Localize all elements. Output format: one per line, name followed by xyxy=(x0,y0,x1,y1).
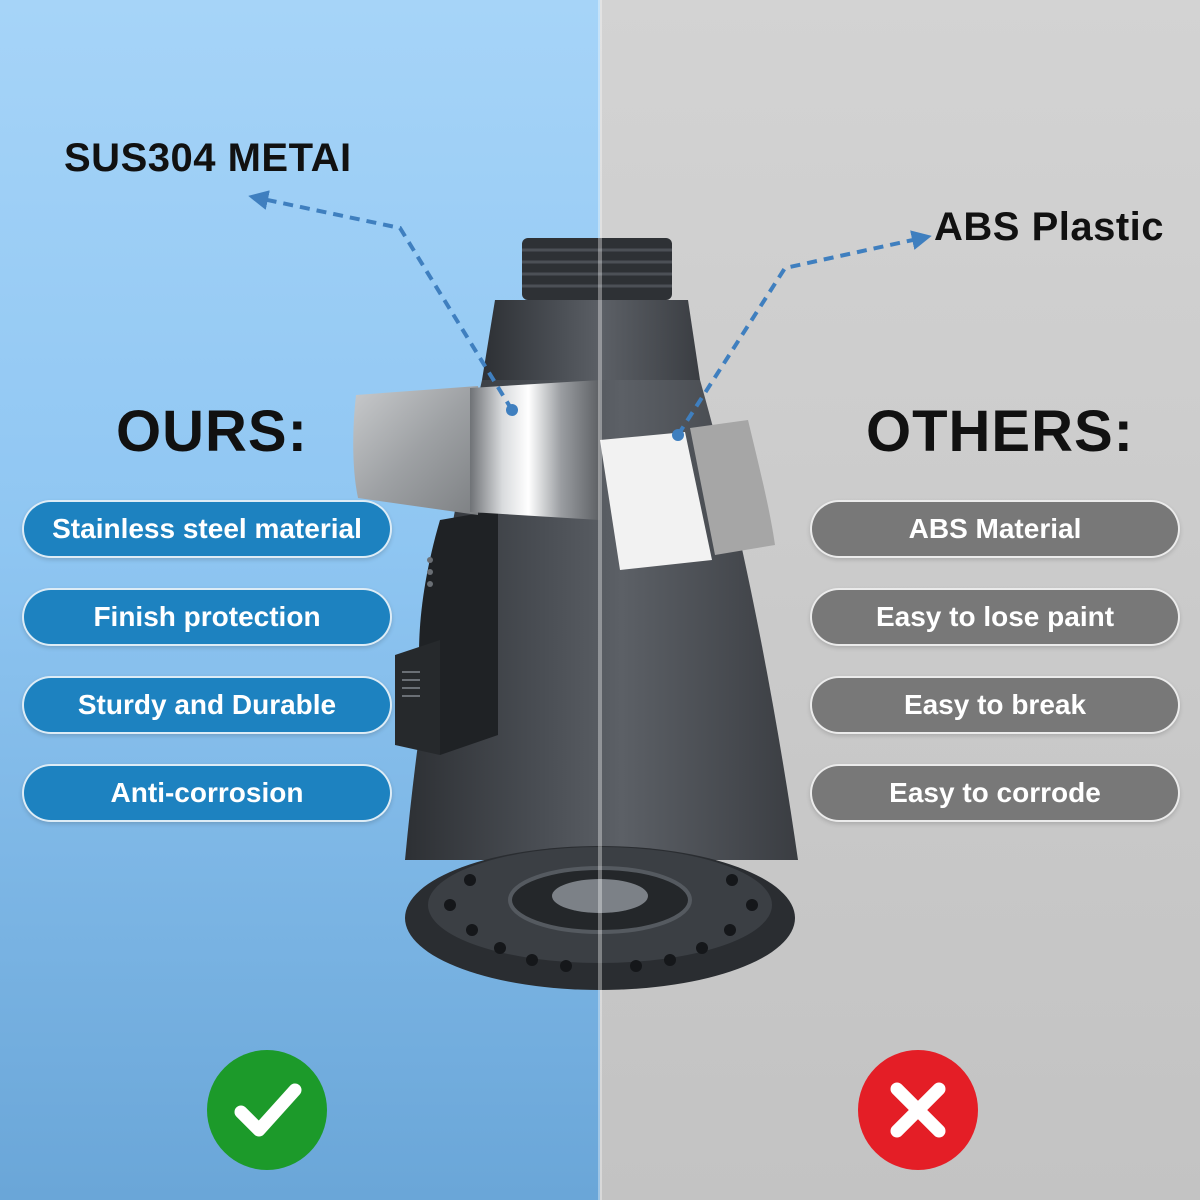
spray-toggle-button xyxy=(395,510,498,755)
others-feature-pill: Easy to break xyxy=(810,676,1180,734)
ours-material-label: SUS304 METAI xyxy=(64,136,352,180)
others-material-arrow xyxy=(676,230,932,437)
plastic-band xyxy=(600,420,775,570)
ours-feature-pill: Anti-corrosion xyxy=(22,764,392,822)
others-feature-pill: Easy to corrode xyxy=(810,764,1180,822)
cross-icon xyxy=(858,1050,978,1170)
check-icon xyxy=(207,1050,327,1170)
others-material-label: ABS Plastic xyxy=(934,205,1165,249)
ours-feature-list: Stainless steel material Finish protecti… xyxy=(22,500,392,852)
ours-material-arrow xyxy=(248,190,514,412)
others-feature-list: ABS Material Easy to lose paint Easy to … xyxy=(810,500,1180,852)
panel-divider xyxy=(598,0,602,1200)
ours-heading: OURS: xyxy=(116,399,308,464)
steel-band xyxy=(353,380,600,520)
ours-feature-pill: Finish protection xyxy=(22,588,392,646)
others-feature-pill: ABS Material xyxy=(810,500,1180,558)
others-feature-pill: Easy to lose paint xyxy=(810,588,1180,646)
ours-feature-pill: Sturdy and Durable xyxy=(22,676,392,734)
ours-feature-pill: Stainless steel material xyxy=(22,500,392,558)
others-heading: OTHERS: xyxy=(866,399,1134,464)
